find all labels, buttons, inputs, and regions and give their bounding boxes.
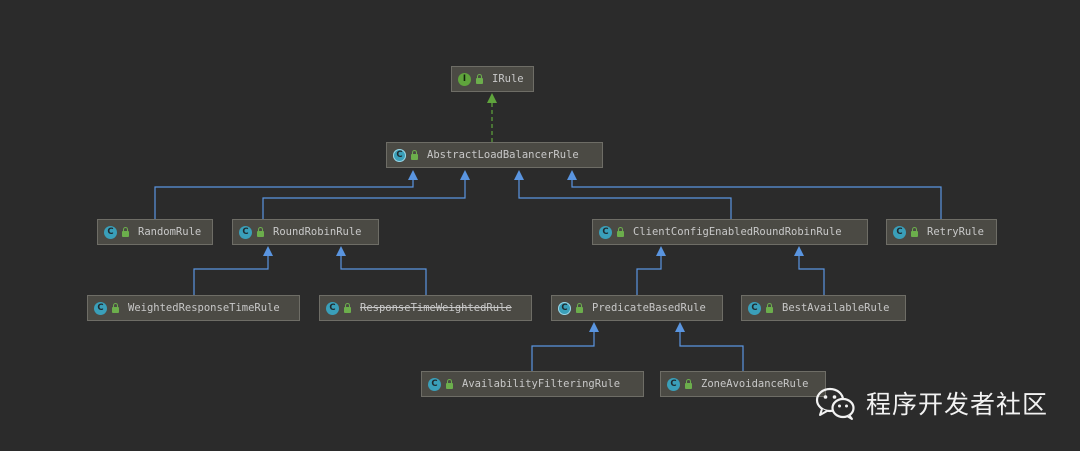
class-icon: C	[748, 301, 761, 315]
extends-arrowhead	[460, 170, 470, 180]
node-label: IRule	[492, 73, 524, 85]
node-label: ClientConfigEnabledRoundRobinRule	[633, 226, 842, 238]
abstract-class-icon: C	[558, 301, 571, 315]
extends-arrowhead	[794, 246, 804, 256]
lock-icon	[112, 303, 119, 313]
node-label: WeightedResponseTimeRule	[128, 302, 280, 314]
implements-arrowhead	[487, 93, 497, 103]
extends-arrowhead	[589, 322, 599, 332]
node-predicate-based-rule[interactable]: C PredicateBasedRule	[551, 295, 723, 321]
extends-arrowhead	[656, 246, 666, 256]
watermark-text: 程序开发者社区	[866, 390, 1049, 419]
node-weighted-response-time-rule[interactable]: C WeightedResponseTimeRule	[87, 295, 300, 321]
extends-arrowhead	[567, 170, 577, 180]
lock-icon	[685, 379, 692, 389]
interface-icon: I	[458, 72, 471, 86]
lock-icon	[617, 227, 624, 237]
node-response-time-weighted-rule[interactable]: C ResponseTimeWeightedRule	[319, 295, 532, 321]
extends-edge	[154, 180, 414, 219]
extends-arrowhead	[408, 170, 418, 180]
class-icon: C	[428, 377, 441, 391]
watermark: 程序开发者社区	[814, 383, 1048, 423]
node-irule[interactable]: I IRule	[451, 66, 534, 92]
node-label: RandomRule	[138, 226, 202, 238]
lock-icon	[476, 74, 483, 84]
lock-icon	[344, 303, 351, 313]
extends-arrowhead	[263, 246, 273, 256]
node-label: AbstractLoadBalancerRule	[427, 149, 579, 161]
extends-edge	[636, 256, 662, 295]
node-best-available-rule[interactable]: C BestAvailableRule	[741, 295, 906, 321]
abstract-class-icon: C	[393, 148, 406, 162]
node-zone-avoidance-rule[interactable]: C ZoneAvoidanceRule	[660, 371, 826, 397]
node-label-deprecated: ResponseTimeWeightedRule	[360, 302, 512, 314]
node-label: ZoneAvoidanceRule	[701, 378, 809, 390]
extends-edge	[798, 256, 825, 295]
node-retry-rule[interactable]: C RetryRule	[886, 219, 997, 245]
node-label: AvailabilityFilteringRule	[462, 378, 621, 390]
extends-edge	[340, 256, 427, 295]
node-random-rule[interactable]: C RandomRule	[97, 219, 213, 245]
class-icon: C	[893, 225, 906, 239]
lock-icon	[411, 150, 418, 160]
lock-icon	[122, 227, 129, 237]
extends-arrowhead	[514, 170, 524, 180]
node-client-config-enabled-round-robin-rule[interactable]: C ClientConfigEnabledRoundRobinRule	[592, 219, 868, 245]
node-availability-filtering-rule[interactable]: C AvailabilityFilteringRule	[421, 371, 644, 397]
wechat-icon	[815, 387, 855, 420]
node-label: RoundRobinRule	[273, 226, 362, 238]
extends-edge	[571, 180, 942, 219]
lock-icon	[257, 227, 264, 237]
class-icon: C	[104, 225, 117, 239]
node-round-robin-rule[interactable]: C RoundRobinRule	[232, 219, 379, 245]
lock-icon	[911, 227, 918, 237]
class-icon: C	[326, 301, 339, 315]
extends-edge	[531, 332, 595, 371]
lock-icon	[446, 379, 453, 389]
node-abstract-load-balancer-rule[interactable]: C AbstractLoadBalancerRule	[386, 142, 603, 168]
node-label: RetryRule	[927, 226, 984, 238]
extends-arrowhead	[336, 246, 346, 256]
extends-edge	[193, 256, 269, 295]
node-label: BestAvailableRule	[782, 302, 890, 314]
class-icon: C	[667, 377, 680, 391]
extends-edge	[518, 180, 732, 219]
node-label: PredicateBasedRule	[592, 302, 706, 314]
extends-edge	[679, 332, 744, 371]
lock-icon	[766, 303, 773, 313]
class-icon: C	[94, 301, 107, 315]
extends-arrowhead	[675, 322, 685, 332]
class-icon: C	[599, 225, 612, 239]
lock-icon	[576, 303, 583, 313]
extends-edge	[262, 180, 466, 219]
class-icon: C	[239, 225, 252, 239]
